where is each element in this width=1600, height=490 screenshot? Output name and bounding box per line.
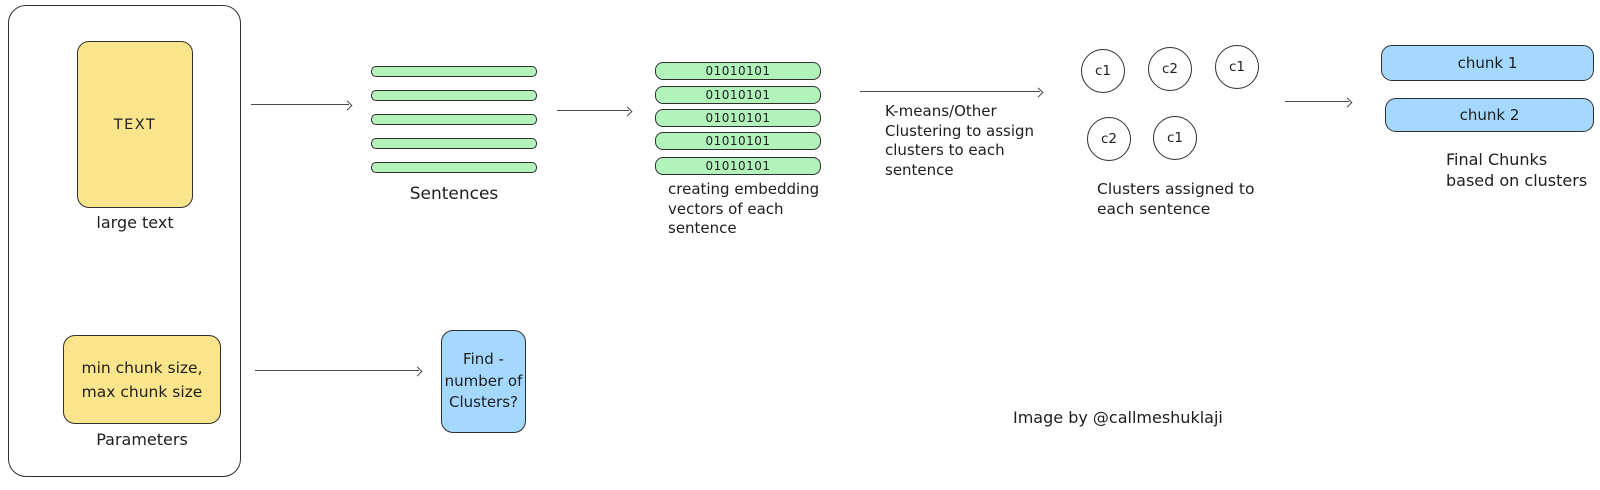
clustering-caption-line: clusters to each <box>885 141 1005 159</box>
arrow-head-icon <box>1033 87 1044 98</box>
embedding-bar-label: 01010101 <box>705 159 771 173</box>
clusters-caption: Clusters assigned to each sentence <box>1097 179 1255 219</box>
arrow-head-icon <box>1342 97 1353 108</box>
chunk-2-box: chunk 2 <box>1385 98 1594 132</box>
embedding-bar: 01010101 <box>655 132 821 150</box>
arrow-shaft <box>557 110 629 112</box>
cluster-label: c1 <box>1228 59 1245 75</box>
find-clusters-line: number of <box>444 371 523 390</box>
cluster-circle: c1 <box>1153 116 1197 160</box>
arrow-embeddings-to-clusters <box>860 87 1044 98</box>
parameters-line-1: min chunk size, <box>81 358 203 377</box>
large-text-box: TEXT <box>77 41 193 208</box>
sentence-bar <box>371 90 537 101</box>
find-clusters-line: Find - <box>463 350 504 369</box>
embedding-bar: 01010101 <box>655 62 821 80</box>
embedding-bar-label: 01010101 <box>705 134 771 148</box>
arrow-clusters-to-chunks <box>1285 97 1353 108</box>
clusters-caption-line: Clusters assigned to <box>1097 180 1255 198</box>
cluster-label: c1 <box>1094 63 1111 79</box>
cluster-circle: c1 <box>1215 45 1259 89</box>
cluster-circle: c2 <box>1087 117 1131 161</box>
embedding-bar-label: 01010101 <box>705 88 771 102</box>
embeddings-caption-line: creating embedding <box>668 180 820 198</box>
arrow-parameters-to-find <box>255 366 423 377</box>
sentence-bar <box>371 162 537 173</box>
attribution-text: Image by @callmeshuklaji <box>1013 408 1223 427</box>
arrow-sentences-to-embeddings <box>557 106 633 117</box>
embedding-bar: 01010101 <box>655 157 821 175</box>
parameters-box: min chunk size, max chunk size <box>63 335 221 424</box>
final-chunks-caption: Final Chunks based on clusters <box>1446 150 1587 191</box>
embeddings-caption-line: vectors of each <box>668 199 784 218</box>
clustering-caption-line: K-means/Other <box>885 102 997 120</box>
arrow-text-to-sentences <box>251 100 353 111</box>
arrow-shaft <box>255 370 419 372</box>
chunk-1-box: chunk 1 <box>1381 45 1594 81</box>
clusters-caption-line: each sentence <box>1097 200 1211 218</box>
clustering-caption-line: sentence <box>885 160 954 179</box>
embedding-bar: 01010101 <box>655 109 821 127</box>
arrow-shaft <box>860 91 1040 93</box>
parameters-caption: Parameters <box>96 430 188 449</box>
large-text-box-label: TEXT <box>113 116 157 133</box>
chunk-1-label: chunk 1 <box>1457 54 1518 72</box>
cluster-circle: c2 <box>1148 47 1192 91</box>
arrow-shaft <box>251 104 349 106</box>
chunk-2-label: chunk 2 <box>1459 106 1520 124</box>
final-chunks-caption-line: Final Chunks <box>1446 150 1548 169</box>
sentence-bar <box>371 138 537 149</box>
embeddings-caption: creating embedding vectors of each sente… <box>668 180 819 239</box>
find-clusters-box: Find - number of Clusters? <box>441 330 526 433</box>
sentence-bar <box>371 114 537 125</box>
cluster-circle: c1 <box>1081 49 1125 93</box>
sentences-caption: Sentences <box>409 184 499 204</box>
find-clusters-line: Clusters? <box>448 393 519 412</box>
large-text-caption: large text <box>96 213 174 232</box>
cluster-label: c2 <box>1100 131 1117 147</box>
final-chunks-caption-line: based on clusters <box>1446 170 1588 190</box>
cluster-label: c2 <box>1161 61 1178 77</box>
cluster-label: c1 <box>1166 130 1183 146</box>
embedding-bar-label: 01010101 <box>705 64 771 78</box>
parameters-line-2: max chunk size <box>81 382 203 401</box>
clustering-step-caption: K-means/Other Clustering to assign clust… <box>885 102 1034 180</box>
arrow-head-icon <box>622 106 633 117</box>
embedding-bar: 01010101 <box>655 86 821 104</box>
clustering-caption-line: Clustering to assign <box>885 121 1035 140</box>
arrow-head-icon <box>412 366 423 377</box>
arrow-head-icon <box>342 100 353 111</box>
embedding-bar-label: 01010101 <box>705 111 771 125</box>
arrow-shaft <box>1285 101 1349 103</box>
sentence-bar <box>371 66 537 77</box>
embeddings-caption-line: sentence <box>668 219 737 237</box>
